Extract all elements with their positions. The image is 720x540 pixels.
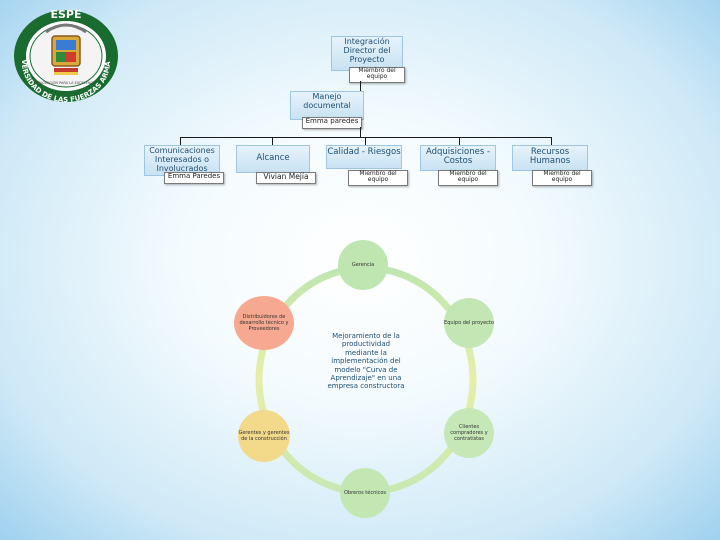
- org-child-quality-risks-tag: Miembro del equipo: [348, 170, 408, 186]
- cycle-node-distribuidores: Distribuidores de desarrollo técnico y P…: [234, 296, 294, 350]
- org-child-scope-tag: Vivian Mejía: [256, 172, 316, 184]
- logo-inner-text: INNOVACIÓN PARA LA EXCELENCIA: [36, 80, 97, 85]
- connector-child-5: [551, 137, 552, 145]
- org-doc-label: Manejo documental: [303, 92, 351, 110]
- connector-root-doc: [360, 81, 361, 91]
- cycle-node-gerentes: Gerentes y gerentes de la construcción: [238, 410, 290, 462]
- cycle-node-clientes: Clientes compradores y contratistas: [444, 408, 494, 458]
- espe-university-logo: ESPE INNOVACIÓN PARA LA EXCELENCIA UNIVE…: [12, 4, 118, 104]
- org-root-node: Integración Director del Proyecto: [331, 36, 403, 71]
- cycle-node-obreros: Obreros técnicos: [340, 468, 390, 518]
- org-child-human-resources-tag: Miembro del equipo: [532, 170, 592, 186]
- connector-child-2: [272, 137, 273, 145]
- connector-doc-bus: [360, 127, 361, 137]
- cycle-node-equipo: Equipo del proyecto: [444, 298, 494, 348]
- connector-bus: [180, 137, 552, 138]
- cycle-node-gerencia: Gerencia: [338, 240, 388, 290]
- org-child-quality-risks: Calidad - Riesgos: [326, 145, 402, 169]
- org-root-label: Integración Director del Proyecto: [343, 37, 391, 64]
- connector-child-1: [180, 137, 181, 145]
- logo-top-text: ESPE: [50, 8, 81, 21]
- org-doc-tag: Emma paredes: [302, 117, 362, 129]
- org-child-procurement-costs-tag: Miembro del equipo: [438, 170, 498, 186]
- org-root-tag: Miembro del equipo: [349, 67, 405, 83]
- org-child-procurement-costs: Adquisiciones - Costos: [420, 145, 496, 171]
- connector-child-4: [459, 137, 460, 145]
- connector-child-3: [365, 137, 366, 145]
- cycle-center-text: Mejoramiento de la productividad mediant…: [327, 332, 405, 391]
- org-child-communications-tag: Emma Paredes: [164, 172, 224, 184]
